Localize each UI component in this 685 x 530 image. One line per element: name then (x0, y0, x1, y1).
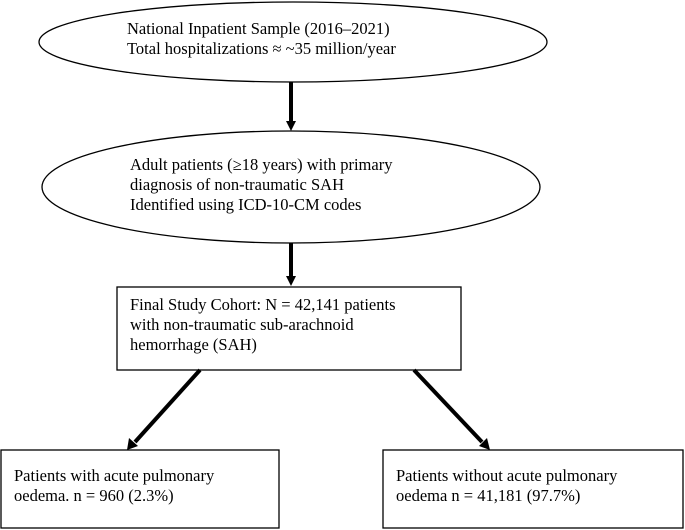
adult-line-1: Adult patients (≥18 years) with primary (130, 155, 393, 174)
final-line-3: hemorrhage (SAH) (130, 335, 257, 354)
with-ape-line-2: oedema. n = 960 (2.3%) (14, 486, 174, 505)
without-ape-text: Patients without acute pulmonary oedema … (396, 466, 617, 506)
connector-nis-to-adult (286, 82, 296, 131)
adult-line-2: diagnosis of non-traumatic SAH (130, 175, 345, 194)
with-ape-box (0, 449, 280, 529)
with-ape-text: Patients with acute pulmonary oedema. n … (14, 466, 214, 506)
without-ape-line-2: oedema n = 41,181 (97.7%) (396, 486, 581, 505)
connector-adult-to-final (286, 243, 296, 286)
connector-final-to-with (127, 368, 202, 450)
nis-node-text: National Inpatient Sample (2016–2021) To… (127, 19, 396, 59)
final-cohort-text: Final Study Cohort: N = 42,141 patients … (130, 295, 396, 355)
with-ape-line-1: Patients with acute pulmonary (14, 466, 215, 485)
without-ape-box (382, 449, 684, 529)
adult-line-3: Identified using ICD-10-CM codes (130, 195, 362, 214)
nis-line-1: National Inpatient Sample (2016–2021) (127, 19, 390, 38)
adult-node-text: Adult patients (≥18 years) with primary … (130, 155, 392, 215)
final-cohort-box (116, 286, 462, 371)
without-ape-line-1: Patients without acute pulmonary (396, 466, 618, 485)
final-line-2: with non-traumatic sub-arachnoid (130, 315, 354, 334)
final-line-1: Final Study Cohort: N = 42,141 patients (130, 295, 396, 314)
connector-final-to-without (412, 368, 490, 450)
nis-line-2: Total hospitalizations ≈ ~35 million/yea… (127, 39, 396, 58)
